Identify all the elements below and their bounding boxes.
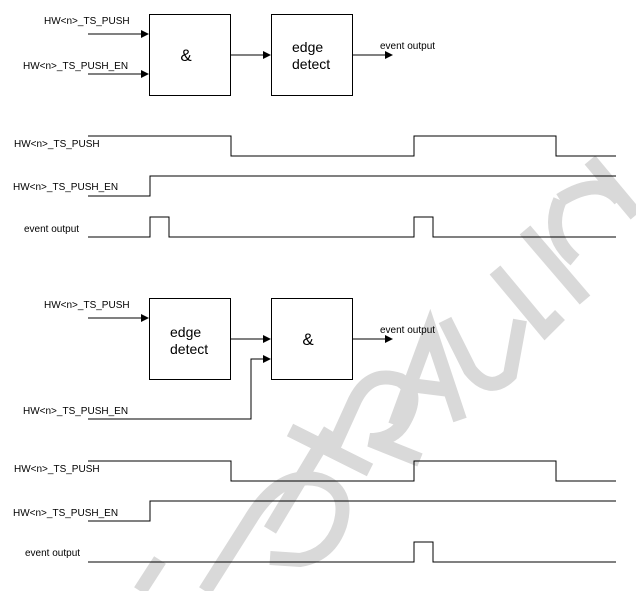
watermark [134,155,636,591]
watermark-letter-a [388,308,467,428]
diagram1-and-gate [149,14,231,96]
diagram1-input-en-label: HW<n>_TS_PUSH_EN [23,61,128,72]
diagram2-edge-detect-block [149,298,231,380]
arrow-icon [263,51,271,59]
block-diagram-2: HW<n>_TS_PUSH edge detect HW<n>_TS_PUSH_… [23,298,435,420]
waves1-en-label: HW<n>_TS_PUSH_EN [13,182,118,193]
diagram2-edge-label: edge [170,324,201,340]
watermark-letter-r [199,471,350,591]
waves1-push-signal [88,135,616,157]
waves2-en-label: HW<n>_TS_PUSH_EN [13,508,118,519]
diagram2-en-wire [88,358,266,420]
diagram1-and-symbol: & [180,46,192,65]
watermark-letter-u [438,316,527,391]
waves1-en-signal [88,175,616,197]
diagram2-input-push-label: HW<n>_TS_PUSH [44,300,130,311]
waves2-out-label: event output [25,548,80,559]
diagram1-input-push-label: HW<n>_TS_PUSH [44,16,130,27]
waves1-push-label: HW<n>_TS_PUSH [14,139,100,150]
waves2-push-label: HW<n>_TS_PUSH [14,464,100,475]
arrow-icon [385,51,393,59]
arrow-icon [141,314,149,322]
waveforms-1: HW<n>_TS_PUSH HW<n>_TS_PUSH_EN event out… [13,135,616,238]
watermark-letter-i [519,225,591,305]
waveforms-2: HW<n>_TS_PUSH HW<n>_TS_PUSH_EN event out… [13,460,616,563]
waves2-en-signal [88,500,616,522]
watermark-letter-c [548,180,626,266]
diagram2-and-symbol: & [302,330,314,349]
arrow-icon [385,335,393,343]
waves2-push-signal [88,460,616,482]
block-diagram-1: HW<n>_TS_PUSH HW<n>_TS_PUSH_EN & edge de… [23,14,435,96]
arrow-icon [263,335,271,343]
diagram2-output-label: event output [380,325,435,336]
arrow-icon [263,355,271,363]
waves1-out-label: event output [24,224,79,235]
watermark-letter-l [489,265,565,341]
waves2-out-signal [88,541,616,563]
diagram1-edge-label: edge [292,39,323,55]
arrow-icon [141,70,149,78]
diagram2-detect-label: detect [170,341,208,357]
arrow-icon [141,30,149,38]
diagram2-input-en-label: HW<n>_TS_PUSH_EN [23,406,128,417]
diagram1-output-label: event output [380,41,435,52]
diagram1-edge-detect-block [271,14,353,96]
watermark-stroke [134,556,166,591]
diagram1-detect-label: detect [292,56,330,72]
waves1-out-signal [88,216,616,238]
diagram2-and-gate [271,298,353,380]
watermark-letter-h [584,155,636,220]
